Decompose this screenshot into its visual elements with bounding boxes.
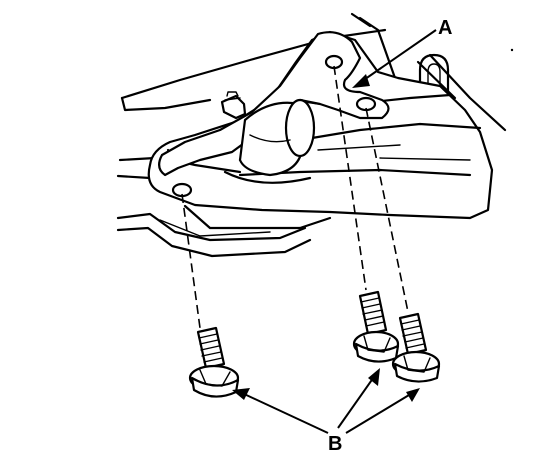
bolt-right (391, 312, 441, 383)
arrowhead-b-left (232, 388, 250, 400)
alignment-lines (181, 65, 409, 329)
arrowhead-a (352, 74, 370, 88)
frame-rail (116, 204, 332, 258)
callout-a: A (352, 17, 452, 88)
vehicle-frame (116, 12, 507, 180)
callout-label-a: A (438, 17, 452, 39)
stray-dot (510, 48, 514, 52)
arrowhead-b-middle (368, 368, 380, 386)
bushing (223, 98, 316, 184)
callout-label-b: B (328, 433, 342, 455)
arrowhead-b-right (406, 388, 420, 402)
bolt-middle (352, 290, 400, 363)
stud-nut (220, 91, 247, 120)
bolt-left (188, 326, 240, 398)
callout-b: B (232, 368, 420, 455)
